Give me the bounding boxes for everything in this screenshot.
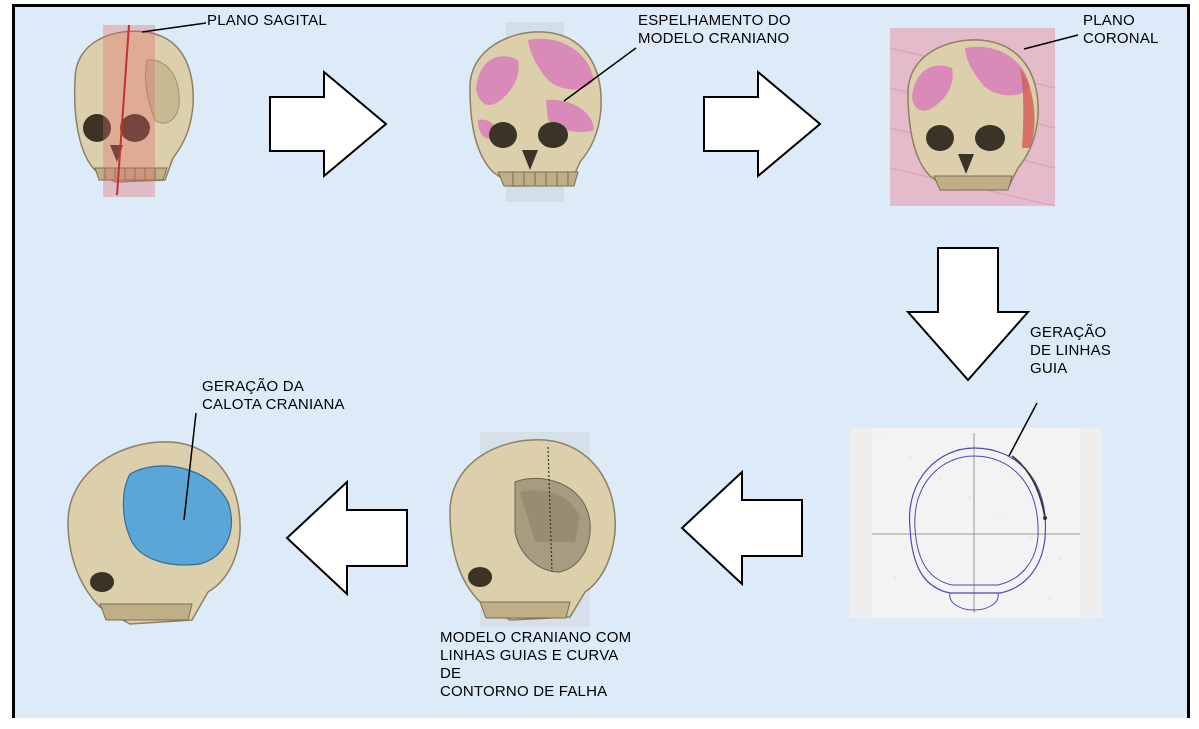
skull-sagittal-plane-figure bbox=[55, 20, 210, 200]
skull-cap-leader-line bbox=[180, 410, 200, 525]
arrow-right-icon bbox=[268, 70, 390, 178]
label-model-with-guide-lines: MODELO CRANIANO COM LINHAS GUIAS E CURVA… bbox=[440, 629, 631, 701]
label-skull-cap: GERAÇÃO DA CALOTA CRANIANA bbox=[202, 378, 345, 414]
mirroring-leader-line bbox=[560, 45, 640, 105]
arrow-right-icon bbox=[702, 70, 824, 178]
skull-coronal-plane-figure bbox=[890, 28, 1055, 208]
skull-with-cranial-cap-figure bbox=[60, 432, 250, 632]
arrow-left-icon bbox=[285, 480, 409, 596]
label-sagittal-plane: PLANO SAGITAL bbox=[207, 12, 327, 30]
guide-lines-leader-line bbox=[1005, 400, 1041, 460]
skull-with-guide-lines-figure bbox=[440, 432, 630, 627]
sagittal-leader-line bbox=[140, 20, 210, 40]
guide-lines-figure bbox=[850, 428, 1102, 618]
label-mirroring: ESPELHAMENTO DO MODELO CRANIANO bbox=[638, 12, 791, 48]
arrow-down-icon bbox=[906, 246, 1030, 382]
label-coronal-plane: PLANO CORONAL bbox=[1083, 12, 1159, 48]
label-guide-lines: GERAÇÃO DE LINHAS GUIA bbox=[1030, 324, 1111, 378]
coronal-leader-line bbox=[1020, 32, 1080, 52]
arrow-left-icon bbox=[680, 470, 804, 586]
